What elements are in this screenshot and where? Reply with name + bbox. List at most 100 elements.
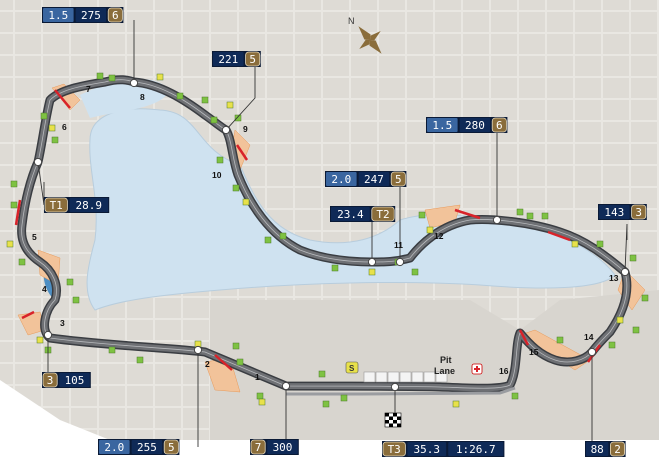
marshal-post xyxy=(279,232,287,240)
callout-cell xyxy=(99,440,130,454)
marshal-post xyxy=(256,392,264,400)
callout-cell xyxy=(407,442,447,456)
gear-badge xyxy=(163,439,179,455)
turn-number-4: 4 xyxy=(42,284,47,294)
turn-number-13: 13 xyxy=(609,273,619,283)
marshal-post xyxy=(608,341,616,349)
callout-value: 2.0 xyxy=(104,441,124,454)
gear-value: 2 xyxy=(614,443,621,456)
apex-marker xyxy=(193,345,203,355)
chequered-flag-icon xyxy=(384,412,402,428)
marshal-post xyxy=(571,240,579,248)
marshal-post xyxy=(176,92,184,100)
sector-marker-label: S xyxy=(349,364,355,373)
callout-value: 88 xyxy=(591,443,604,456)
callout-value: 275 xyxy=(81,9,101,22)
gear-value: 5 xyxy=(395,173,402,186)
turn-number-6: 6 xyxy=(62,122,67,132)
gear-badge xyxy=(245,51,261,67)
marshal-post xyxy=(322,400,330,408)
callout-value: 2.0 xyxy=(331,173,351,186)
callout-cell xyxy=(326,172,357,186)
gear-badge xyxy=(371,206,395,222)
marshal-post xyxy=(452,400,460,408)
turn-number-1: 1 xyxy=(255,372,260,382)
gear-value: 3 xyxy=(47,374,54,387)
pit-label: Pit xyxy=(440,355,452,365)
marshal-post xyxy=(10,180,18,188)
gear-value: T2 xyxy=(376,208,389,221)
kerbs xyxy=(14,89,602,371)
marshal-post xyxy=(418,211,426,219)
marshal-post xyxy=(641,294,649,302)
marshal-post xyxy=(108,346,116,354)
callout-cell xyxy=(213,52,244,66)
gear-value: 7 xyxy=(255,441,262,454)
marshal-post xyxy=(108,74,116,82)
marshal-post xyxy=(156,73,164,81)
gear-value: 5 xyxy=(168,441,175,454)
marshal-post xyxy=(40,112,48,120)
marshal-post xyxy=(616,316,624,324)
marshal-post xyxy=(10,201,18,209)
gear-badge xyxy=(250,439,266,455)
turn-number-14: 14 xyxy=(584,332,594,342)
gear-badge xyxy=(107,7,123,23)
track-centre-line xyxy=(21,79,628,389)
gear-value: 3 xyxy=(635,206,642,219)
marshal-post xyxy=(18,258,26,266)
pit-lane-road xyxy=(286,386,516,396)
apex-marker xyxy=(492,215,502,225)
callout-value: 1.5 xyxy=(48,9,68,22)
track-layout xyxy=(17,75,632,396)
marshal-post xyxy=(48,124,56,132)
marshal-post xyxy=(96,72,104,80)
callout-value: 1.5 xyxy=(432,119,452,132)
marshal-post xyxy=(368,268,376,276)
apex-marker xyxy=(43,330,53,340)
marshal-post xyxy=(6,240,14,248)
apex-marker xyxy=(620,267,630,277)
callout-cell xyxy=(586,442,609,456)
callout-leader-line xyxy=(225,60,256,131)
gear-value: T1 xyxy=(50,199,63,212)
gear-badge xyxy=(42,372,58,388)
compass-rose-icon: N xyxy=(348,16,382,54)
gear-badge xyxy=(382,441,406,457)
turn-number-12: 12 xyxy=(434,231,444,241)
turn-number-15: 15 xyxy=(529,347,539,357)
callout-cell xyxy=(75,8,107,22)
speed-callout-t1time: T1 28.9 xyxy=(44,197,110,213)
marshal-post xyxy=(72,296,80,304)
callout-value: 255 xyxy=(137,441,157,454)
marshal-posts xyxy=(6,72,649,408)
turn-number-3: 3 xyxy=(60,318,65,328)
marshal-post xyxy=(136,356,144,364)
turn-number-8: 8 xyxy=(140,92,145,102)
marshal-post xyxy=(258,398,266,406)
callout-value: 247 xyxy=(364,173,384,186)
callout-cell xyxy=(43,8,74,22)
marshal-post xyxy=(264,236,272,244)
apex-marker xyxy=(390,382,400,392)
apex-marker xyxy=(395,257,405,267)
callout-value: 28.9 xyxy=(76,199,103,212)
marshal-post xyxy=(201,96,209,104)
speed-callout-t1corner: 2.0 255 5 xyxy=(98,439,180,455)
callout-cell xyxy=(59,373,90,387)
callout-value: 143 xyxy=(604,206,624,219)
callout-cell xyxy=(599,205,630,219)
paddock-area xyxy=(210,290,659,440)
callout-cell xyxy=(69,198,109,212)
turn-number-11: 11 xyxy=(394,240,403,250)
apex-marker xyxy=(367,257,377,267)
marshal-post xyxy=(526,212,534,220)
